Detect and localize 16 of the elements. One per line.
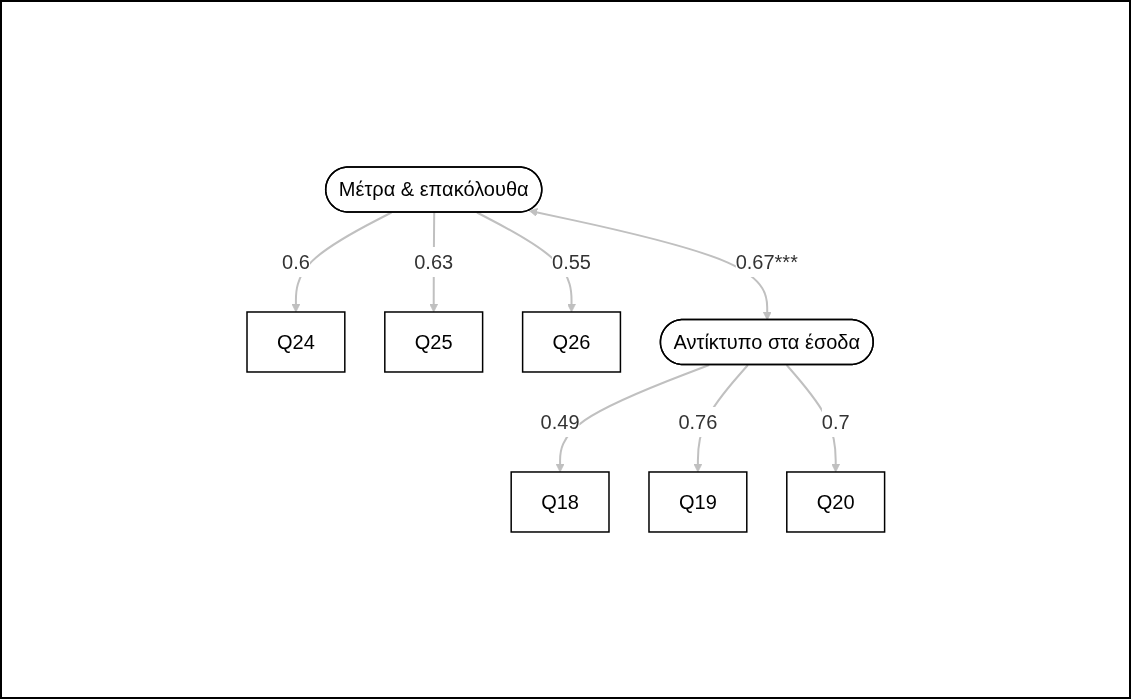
edge-label: 0.6: [281, 251, 310, 273]
edge-label: 0.49: [540, 410, 580, 433]
edge-label: 0.7: [821, 410, 850, 433]
node-box: Q18: [510, 471, 610, 533]
edge-label: 0.67***: [735, 251, 798, 273]
arrow: [555, 364, 710, 473]
edge-label: 0.55: [551, 251, 591, 273]
arrow: [291, 211, 393, 313]
arrow: [528, 208, 772, 321]
node-box: Q26: [521, 311, 621, 373]
node-box: Q24: [245, 311, 346, 373]
edge-label: 0.63: [413, 251, 453, 273]
node-box: Q20: [785, 471, 886, 533]
node-box: Q19: [647, 471, 748, 533]
edge-label: 0.76: [678, 410, 718, 433]
node-box: Q25: [383, 311, 484, 373]
